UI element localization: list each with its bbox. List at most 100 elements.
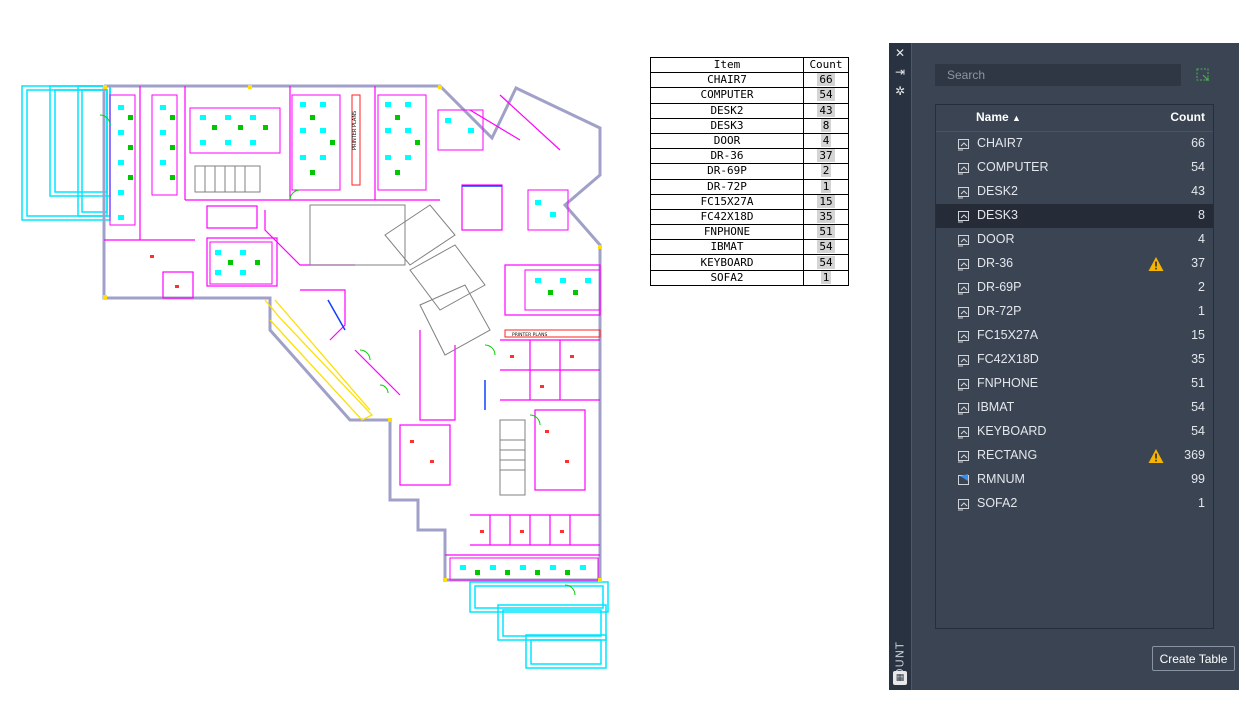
table-count-cell: 2	[803, 163, 849, 180]
table-item-cell: FC15X27A	[650, 193, 804, 210]
column-header-name[interactable]: Name ▲	[976, 110, 1021, 124]
table-count-value: 1	[820, 270, 832, 284]
select-objects-icon[interactable]	[1196, 68, 1210, 82]
table-count-value: 51	[817, 225, 835, 239]
table-count-value: 54	[817, 240, 835, 254]
count-palette-icon[interactable]: ▦	[893, 671, 907, 685]
list-item-count: 43	[1191, 184, 1205, 198]
table-count-cell: 66	[803, 72, 849, 89]
floor-plan-drawing[interactable]: PRINTER PLANS PRINTER PLANS	[0, 0, 640, 710]
create-table-button[interactable]: Create Table	[1152, 646, 1235, 671]
printer-rooms	[351, 94, 601, 338]
count-palette[interactable]: ✕ ⇥ ✲ COUNT ▦ Name ▲ Count CHAIR7 66COMPU…	[889, 43, 1239, 690]
list-item-count: 51	[1191, 376, 1205, 390]
table-count-cell: 54	[803, 87, 849, 104]
list-item-name: CHAIR7	[977, 136, 1023, 150]
palette-title-strip[interactable]: ✕ ⇥ ✲ COUNT ▦	[889, 43, 912, 690]
table-count-cell: 1	[803, 269, 849, 286]
warning-icon[interactable]	[1148, 256, 1164, 272]
list-item-count: 2	[1198, 280, 1205, 294]
table-row: SOFA2 1	[650, 269, 849, 286]
table-count-value: 37	[817, 149, 835, 163]
list-item-name: DESK2	[977, 184, 1018, 198]
stair-label: PRINTER PLANS	[352, 111, 358, 150]
stair-core	[194, 165, 526, 496]
table-item-cell: FNPHONE	[650, 224, 804, 241]
table-row: FNPHONE 51	[650, 224, 849, 241]
list-item-name: FC42X18D	[977, 352, 1039, 366]
table-count-cell: 43	[803, 102, 849, 119]
table-count-value: 66	[817, 73, 835, 87]
list-item-count: 369	[1184, 448, 1205, 462]
column-header-count[interactable]: Count	[1170, 110, 1205, 124]
table-count-value: 54	[817, 255, 835, 269]
list-item-name: RMNUM	[977, 472, 1025, 486]
table-count-cell: 4	[803, 132, 849, 150]
search-input[interactable]	[935, 64, 1181, 86]
printer-label: PRINTER PLANS	[512, 332, 547, 338]
close-icon[interactable]: ✕	[894, 46, 906, 60]
list-item[interactable]: DR-69P 2	[936, 276, 1213, 300]
pin-icon[interactable]: ⇥	[894, 65, 906, 79]
block-icon	[957, 209, 971, 223]
diagonal-corridor	[264, 299, 374, 421]
list-item-count: 8	[1198, 208, 1205, 222]
list-item-name: DR-69P	[977, 280, 1022, 294]
table-count-cell: 15	[803, 193, 849, 210]
list-item-name: RECTANG	[977, 448, 1038, 462]
palette-content: Name ▲ Count CHAIR766COMPUTER54DESK243DE…	[911, 43, 1239, 690]
table-count-cell: 35	[803, 208, 849, 226]
list-item[interactable]: RECTANG 369	[936, 444, 1213, 468]
table-header-item: Item	[650, 56, 804, 74]
table-count-cell: 37	[803, 148, 849, 165]
door-swings	[99, 114, 576, 596]
table-item-cell: KEYBOARD	[650, 254, 804, 271]
list-item-count: 66	[1191, 136, 1205, 150]
table-count-cell: 51	[803, 224, 849, 241]
settings-icon[interactable]: ✲	[894, 84, 906, 98]
warning-icon[interactable]	[1148, 448, 1164, 464]
table-item-cell: COMPUTER	[650, 87, 804, 104]
table-header-row: Item Count	[650, 56, 849, 74]
list-item-count: 54	[1191, 424, 1205, 438]
column-markers	[103, 85, 602, 582]
block-icon	[957, 305, 971, 319]
list-item-count: 15	[1191, 328, 1205, 342]
table-row: KEYBOARD 54	[650, 254, 849, 271]
block-icon	[957, 401, 971, 415]
table-header-count: Count	[803, 56, 849, 74]
list-item[interactable]: DESK2 43	[936, 180, 1213, 204]
table-item-cell: DESK2	[650, 102, 804, 119]
list-item-count: 1	[1198, 304, 1205, 318]
block-icon	[957, 233, 971, 247]
block-icon	[957, 353, 971, 367]
list-item[interactable]: FC42X18D 35	[936, 348, 1213, 372]
table-item-cell: SOFA2	[650, 269, 804, 286]
table-count-value: 43	[817, 103, 835, 117]
table-count-value: 2	[820, 164, 832, 178]
table-count-value: 1	[820, 179, 832, 193]
list-item-count: 35	[1191, 352, 1205, 366]
list-item[interactable]: CHAIR7 66	[936, 132, 1213, 156]
table-item-cell: FC42X18D	[650, 208, 804, 226]
list-item-count: 37	[1191, 256, 1205, 270]
